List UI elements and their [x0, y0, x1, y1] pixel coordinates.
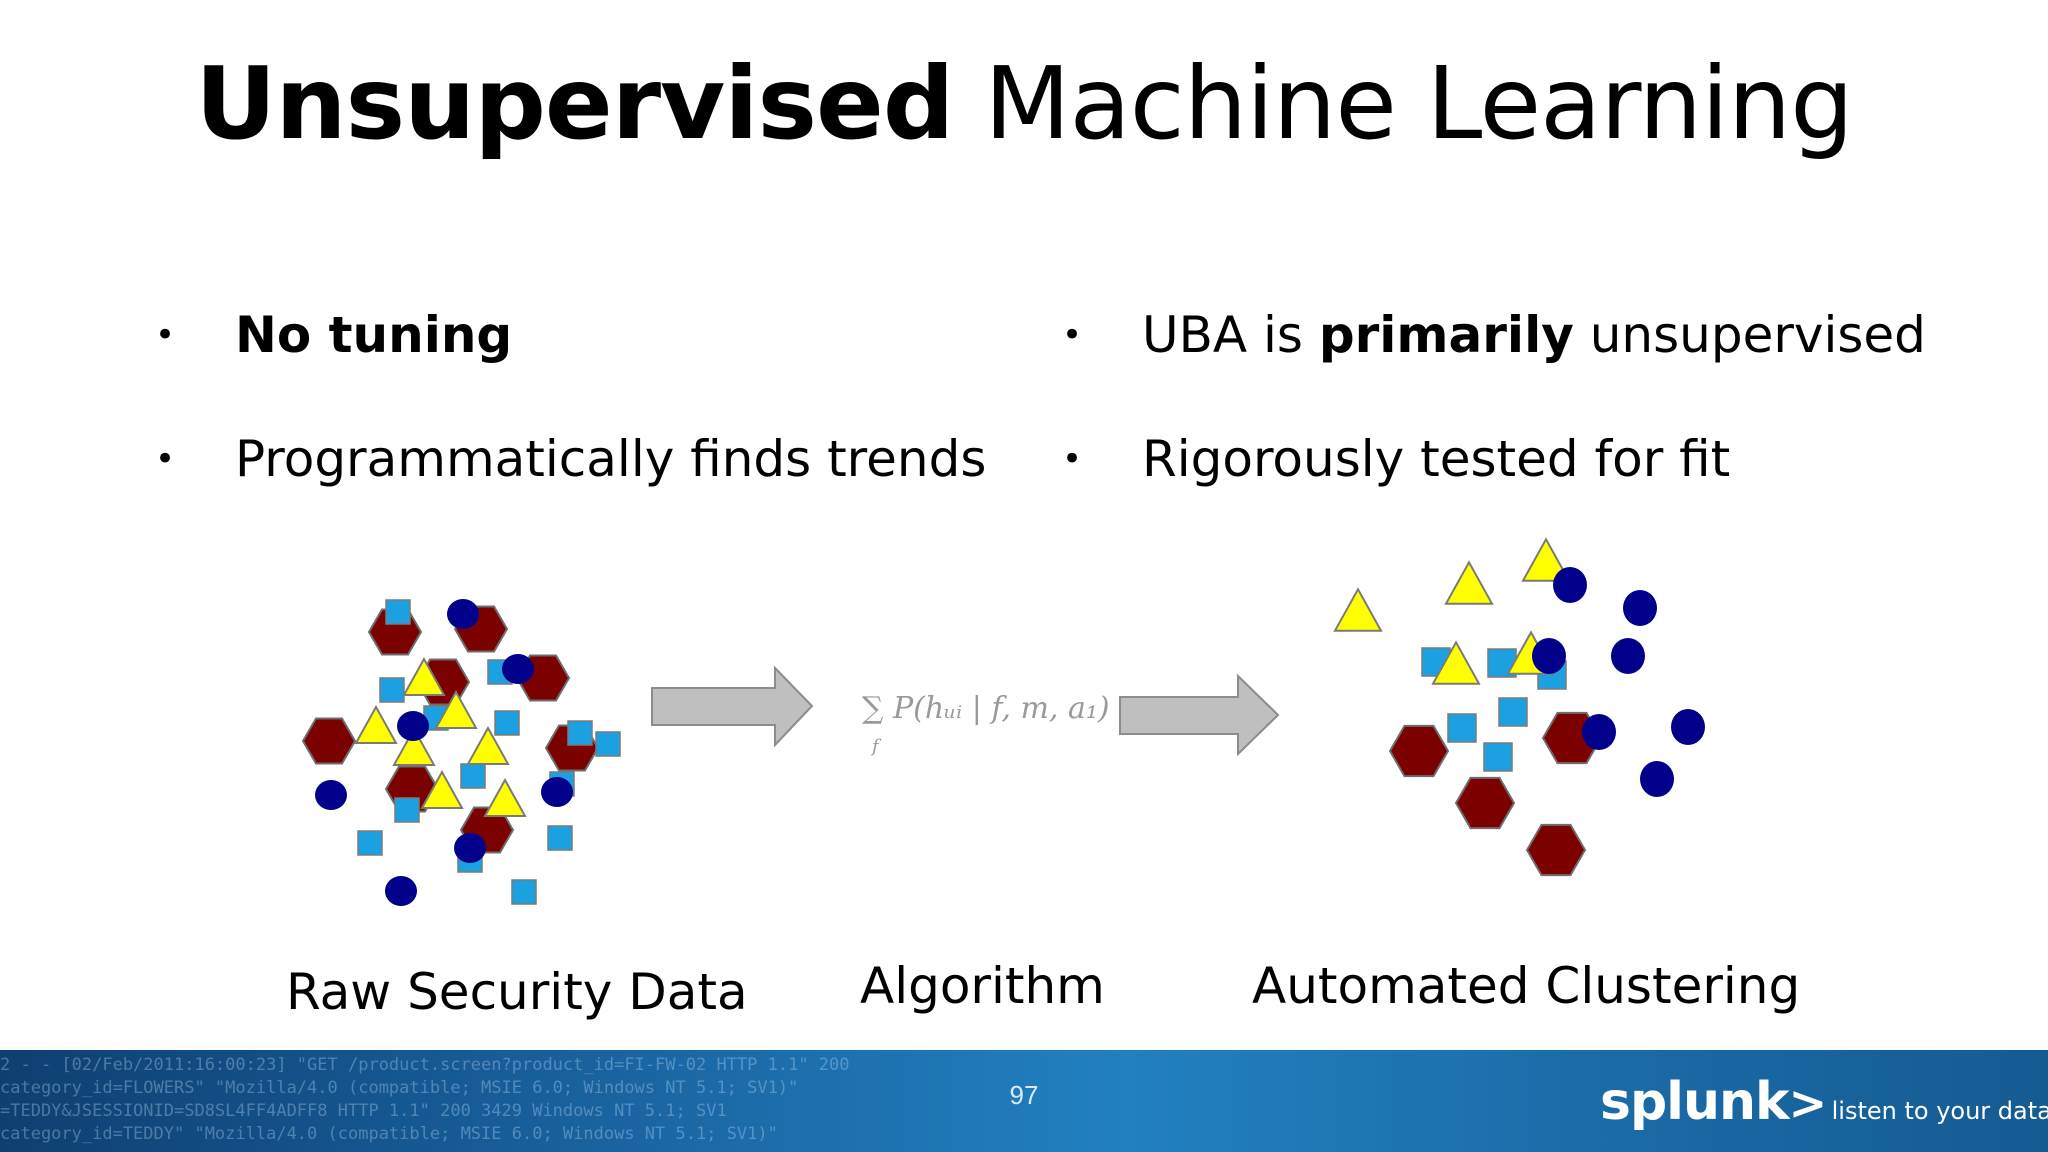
log-line: =TEDDY&JSESSIONID=SD8SL4FF4ADFF8 HTTP 1.…: [0, 1101, 727, 1121]
circle-shape: [541, 777, 573, 807]
slide-title: Unsupervised Machine Learning: [0, 44, 2048, 164]
circle-shape: [1582, 714, 1616, 750]
square-shape: [511, 879, 537, 905]
logo-word: splunk: [1600, 1072, 1790, 1132]
square-shape: [1483, 742, 1513, 772]
bullet-bold: primarily: [1318, 306, 1574, 364]
splunk-logo: splunk> listen to your data: [1600, 1072, 2048, 1132]
bullet-dot: •: [1062, 315, 1083, 355]
square-shape: [394, 797, 420, 823]
triangle-shape: [1444, 560, 1494, 605]
triangle-shape: [1333, 587, 1383, 632]
bullet-text: Programmatically finds trends: [235, 424, 986, 494]
clustered-data: [1333, 537, 1705, 877]
diagram-art: ∑ P(hᵤᵢ | f, m, a₁) f: [301, 537, 1705, 906]
triangle-shape: [420, 769, 464, 809]
circle-shape: [502, 654, 534, 684]
bullet-pre: Rigorously tested for fit: [1142, 430, 1731, 488]
triangle-shape: [402, 656, 446, 696]
hexagon-shape: [1388, 724, 1450, 778]
square-shape: [385, 599, 411, 625]
algorithm-formula: ∑ P(hᵤᵢ | f, m, a₁): [862, 691, 1110, 726]
square-shape: [1498, 697, 1528, 727]
raw-data-scatter: [301, 599, 621, 906]
bullet-text: UBA is primarily unsupervised: [1142, 300, 1926, 370]
title-rest: Machine Learning: [984, 45, 1854, 162]
footer-bar: 2 - - [02/Feb/2011:16:00:23] "GET /produ…: [0, 1050, 2048, 1152]
circle-shape: [1532, 638, 1566, 674]
log-line: category_id=FLOWERS" "Mozilla/4.0 (compa…: [0, 1078, 799, 1098]
caption-raw-security-data: Raw Security Data: [286, 963, 748, 1021]
triangle-shape: [1521, 537, 1571, 582]
logo-tagline: listen to your data: [1831, 1097, 2048, 1125]
logo-chevron: >: [1788, 1076, 1828, 1130]
bullet-dot: •: [155, 315, 176, 355]
triangle-shape: [483, 777, 527, 817]
square-shape: [460, 763, 486, 789]
circle-shape: [397, 711, 429, 741]
circle-shape: [315, 780, 347, 810]
bullet-plain: Programmatically finds trends: [235, 430, 987, 488]
hexagon-shape: [1454, 776, 1516, 830]
hexagon-shape: [301, 717, 357, 765]
square-shape: [567, 720, 593, 746]
square-shape: [379, 677, 405, 703]
caption-automated-clustering: Automated Clustering: [1252, 957, 1801, 1015]
bullet-dot: •: [1062, 439, 1083, 479]
circle-shape: [1611, 638, 1645, 674]
title-bold: Unsupervised: [195, 45, 954, 162]
bullet-bold: No tuning: [235, 306, 513, 364]
square-shape: [494, 710, 520, 736]
arrow-right-1: [651, 665, 814, 748]
hexagon-shape: [1525, 823, 1587, 877]
bullet-text: No tuning: [235, 300, 512, 370]
square-shape: [547, 825, 573, 851]
circle-shape: [1623, 590, 1657, 626]
log-line: 2 - - [02/Feb/2011:16:00:23] "GET /produ…: [0, 1055, 850, 1075]
circle-shape: [454, 833, 486, 863]
footer-log-background: 2 - - [02/Feb/2011:16:00:23] "GET /produ…: [0, 1054, 1100, 1146]
square-shape: [595, 731, 621, 757]
bullet-dot: •: [155, 439, 176, 479]
page-number: 97: [1009, 1080, 1039, 1110]
log-line: category_id=TEDDY" "Mozilla/4.0 (compati…: [0, 1124, 778, 1144]
bullet-post: unsupervised: [1573, 306, 1926, 364]
triangle-shape: [434, 689, 478, 729]
triangle-shape: [354, 704, 398, 744]
circle-shape: [1553, 567, 1587, 603]
circle-shape: [1671, 709, 1705, 745]
arrow-right-2: [1119, 673, 1280, 757]
triangle-shape: [392, 726, 436, 766]
triangle-shape: [1431, 640, 1481, 685]
formula-index: f: [870, 736, 882, 757]
circle-shape: [447, 599, 479, 629]
bullet-pre: UBA is: [1142, 306, 1319, 364]
triangle-shape: [466, 725, 510, 765]
caption-algorithm: Algorithm: [860, 957, 1105, 1015]
square-shape: [1447, 713, 1477, 743]
square-shape: [357, 830, 383, 856]
circle-shape: [385, 876, 417, 906]
bullet-text: Rigorously tested for fit: [1142, 424, 1730, 494]
circle-shape: [1640, 761, 1674, 797]
